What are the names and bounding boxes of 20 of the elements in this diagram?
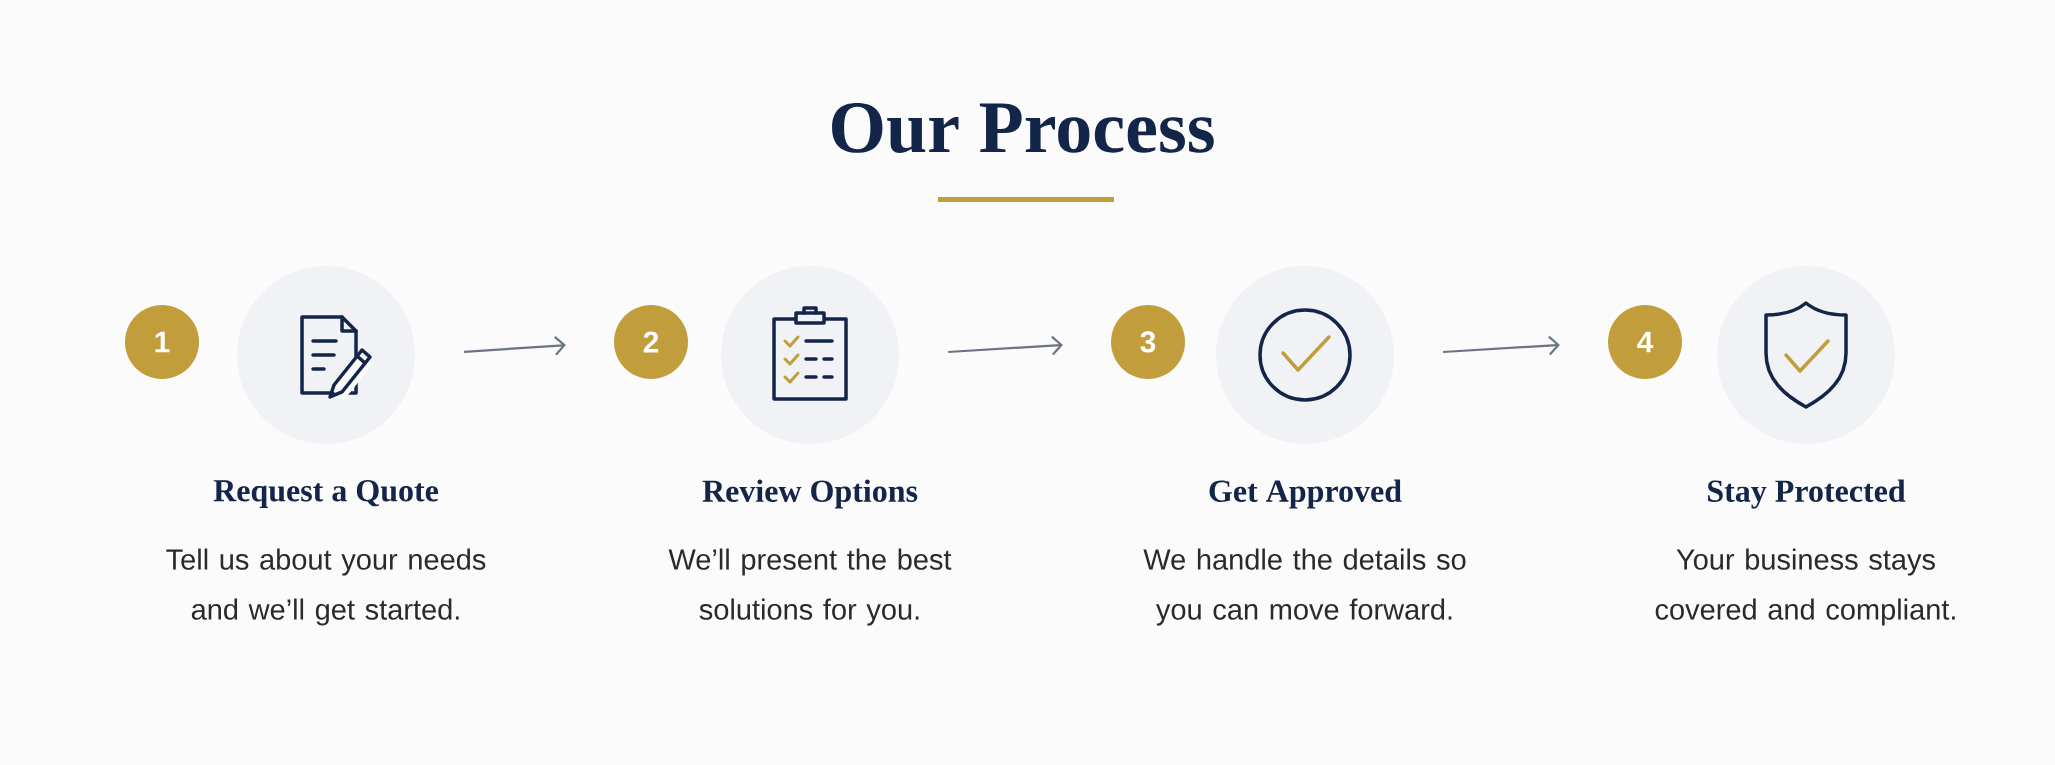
step-description: Your business stays covered and compliant. [1655, 548, 1955, 626]
step-title: Review Options [702, 479, 918, 509]
step-title: Get Approved [1209, 479, 1402, 509]
number-badge: 2 [614, 305, 688, 379]
step-title: Request a Quote [213, 480, 439, 508]
arrow [1443, 335, 1560, 356]
arrow [948, 335, 1063, 356]
icon-disc [237, 266, 415, 444]
step-title: Stay Protected [1708, 479, 1906, 509]
number-badge: 1 [125, 305, 199, 379]
number-badge: 3 [1111, 305, 1185, 379]
title: Our Process [832, 103, 1214, 153]
icon-disc [1717, 266, 1895, 444]
step-description: We’ll present the best solutions for you. [668, 548, 952, 626]
step-description: Tell us about your needs and we’ll get started. [166, 548, 486, 626]
arrow [464, 336, 566, 356]
icon-disc [1216, 266, 1394, 444]
number-badge: 4 [1608, 305, 1682, 379]
step-description: We handle the details so you can move forward. [1143, 548, 1466, 626]
icon-disc [721, 266, 899, 444]
